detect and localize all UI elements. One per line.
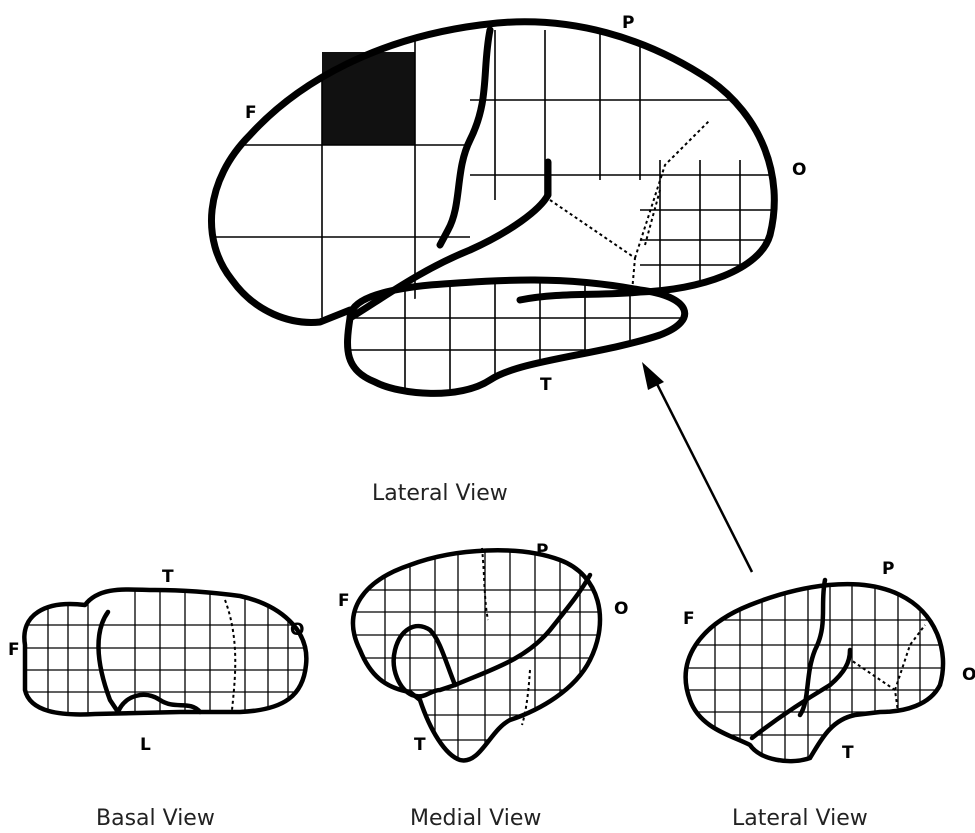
basal-label-occipital: O [290,620,304,640]
label-frontal: F [245,103,257,123]
main-lateral-brain: F P O T Lateral View [200,13,806,506]
label-parietal: P [622,13,634,33]
small-lateral-brain: F P O T Lateral View [680,559,975,831]
small-lateral-label-frontal: F [683,609,695,629]
main-grid [200,30,800,320]
label-temporal: T [540,375,552,395]
small-lateral-label-occipital: O [962,665,975,685]
medial-label-frontal: F [338,591,350,611]
caption-lateral-view-main: Lateral View [372,481,508,506]
label-occipital: O [792,160,806,180]
medial-brain: F P O T Medial View [338,540,628,831]
zoom-arrow [642,362,752,572]
basal-label-limbic: L [140,735,151,755]
basal-brain: F T O L Basal View [8,567,310,831]
caption-lateral-view-small: Lateral View [732,806,868,831]
caption-medial-view: Medial View [410,806,541,831]
small-lateral-label-parietal: P [882,559,894,579]
caption-basal-view: Basal View [96,806,215,831]
medial-label-occipital: O [614,599,628,619]
basal-label-temporal: T [162,567,174,587]
medial-label-temporal: T [414,735,426,755]
medial-label-parietal: P [536,541,548,561]
basal-label-frontal: F [8,640,20,660]
small-lateral-label-temporal: T [842,743,854,763]
